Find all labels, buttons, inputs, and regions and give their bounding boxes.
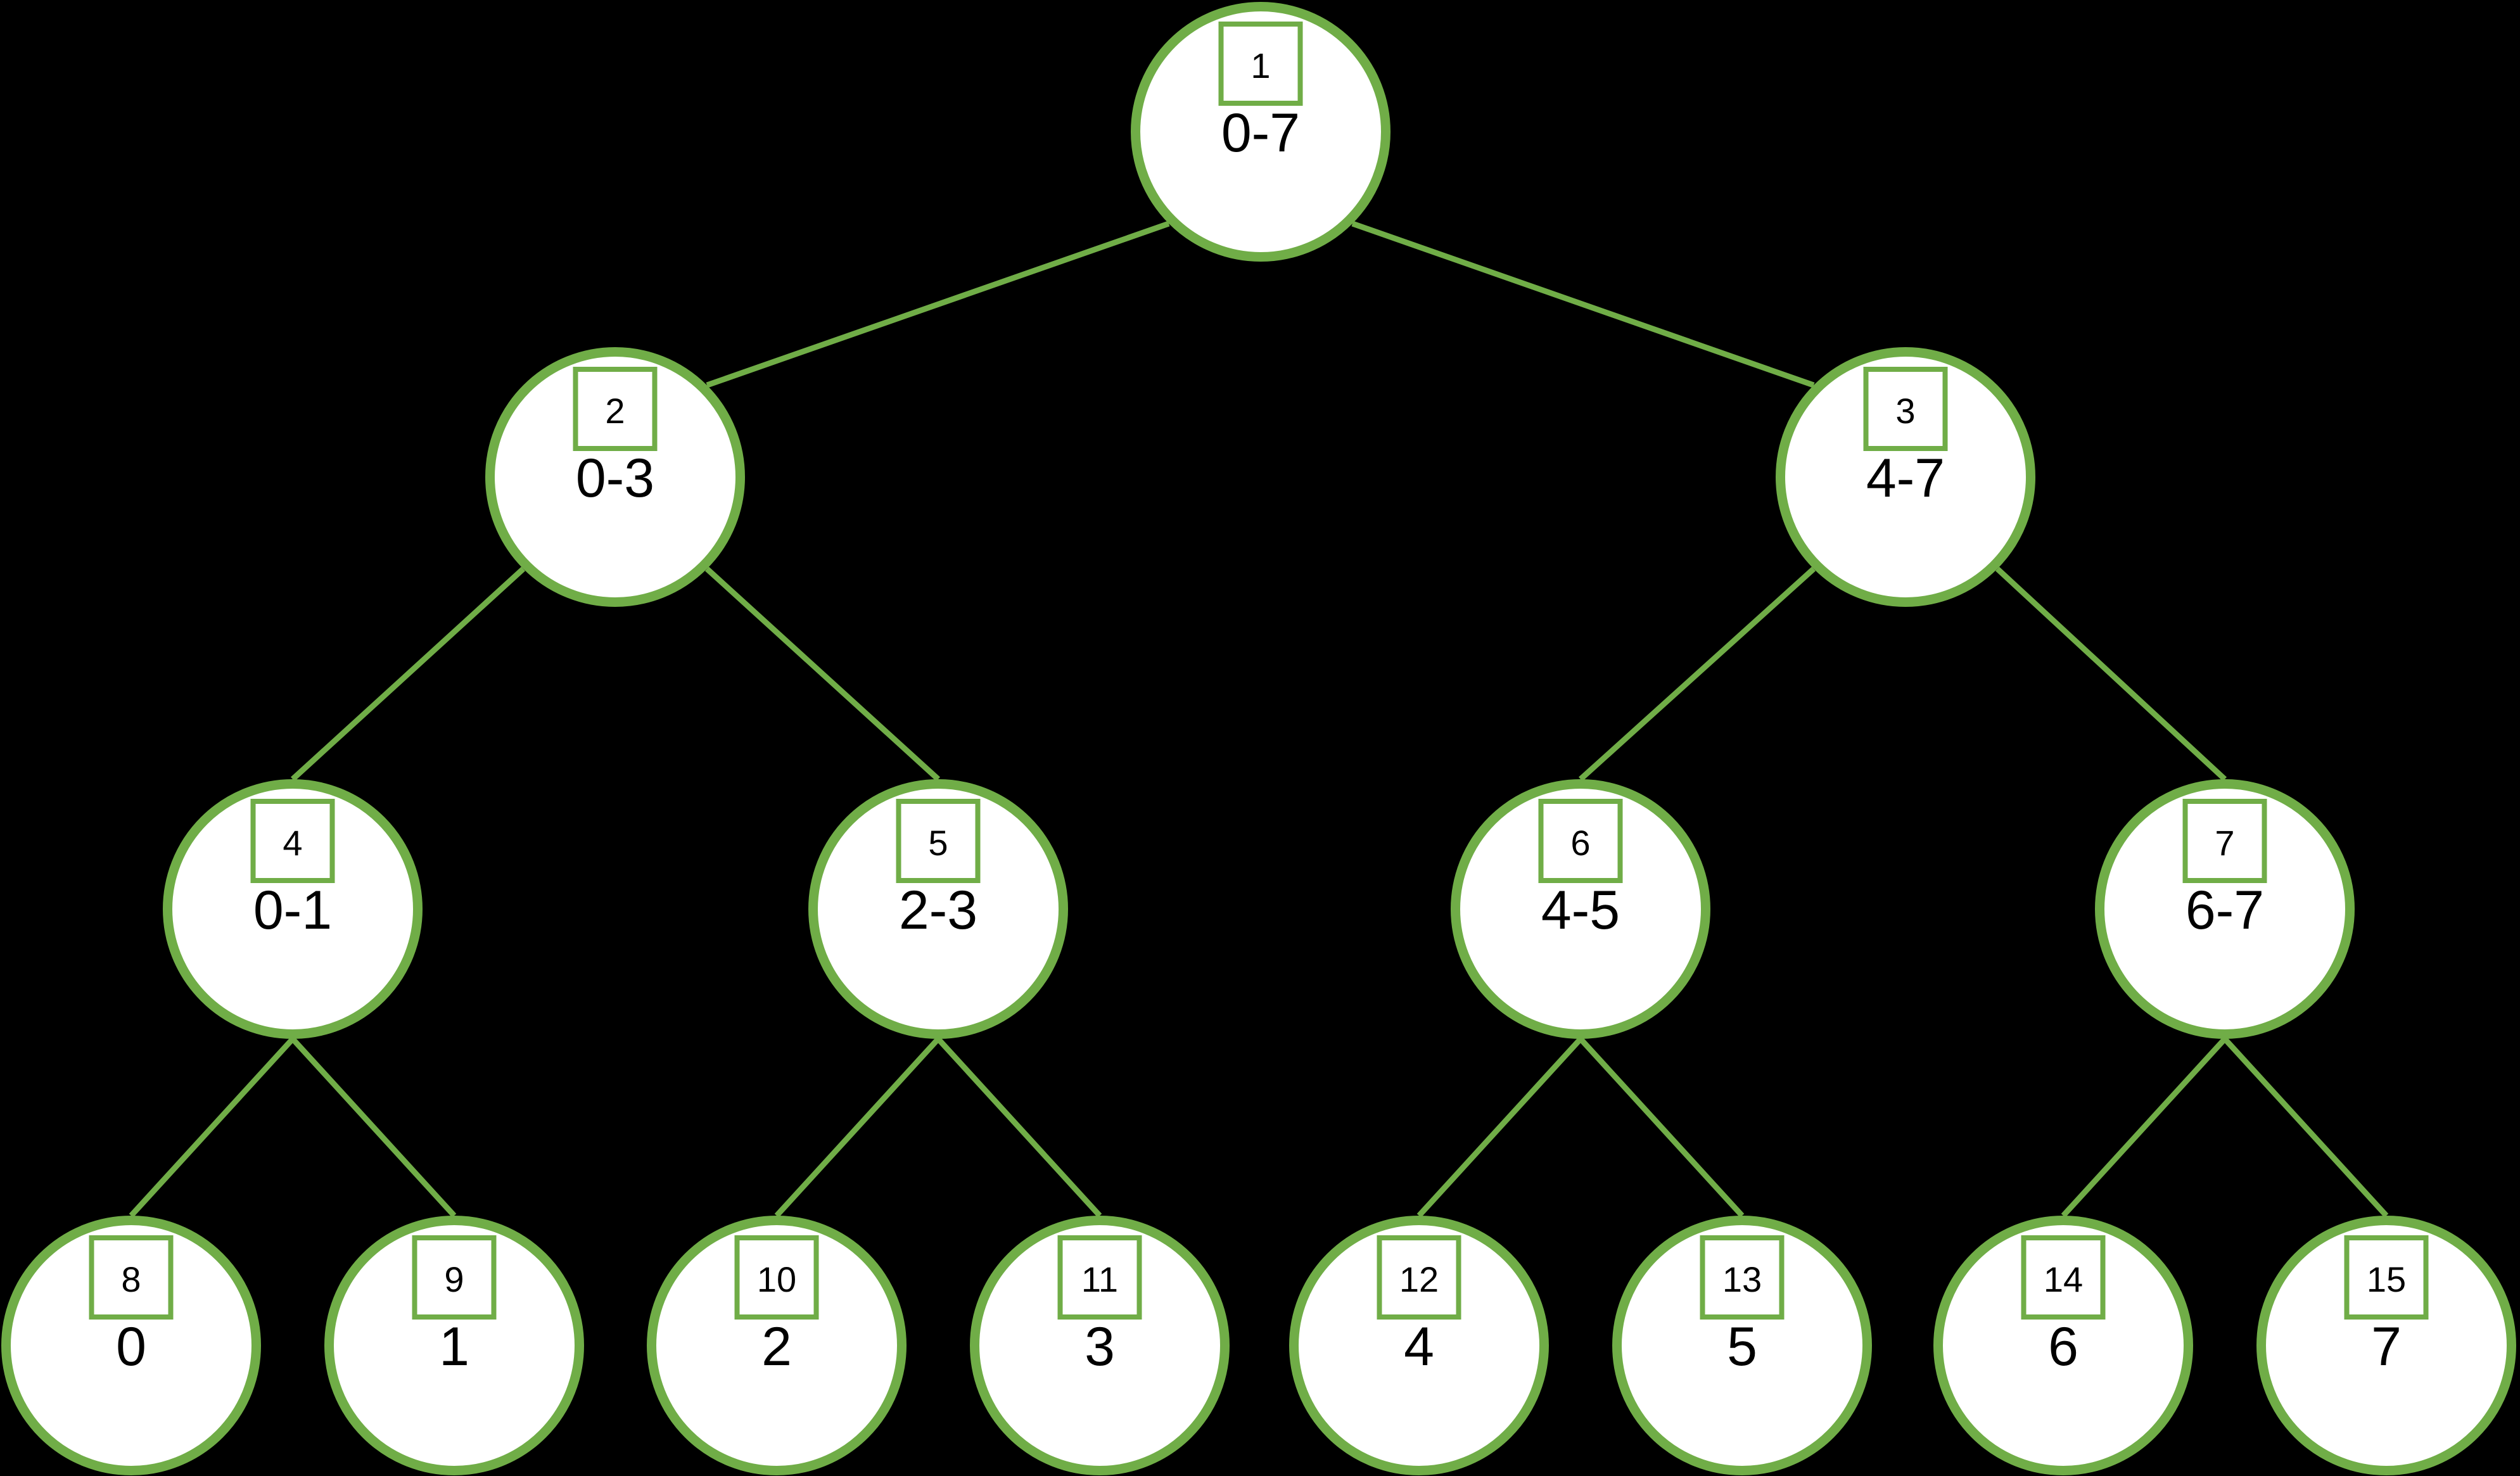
node-index-box: 10 <box>734 1235 819 1320</box>
node-index-label: 3 <box>1895 390 1916 431</box>
node-range-label: 0-1 <box>253 880 333 941</box>
node-index-label: 14 <box>2043 1259 2084 1299</box>
node-index-box: 9 <box>412 1235 497 1320</box>
tree-edge-1-3 <box>1351 220 1815 388</box>
node-index-label: 8 <box>121 1259 141 1299</box>
node-index-box: 11 <box>1057 1235 1142 1320</box>
node-index-box: 15 <box>2344 1235 2429 1320</box>
node-range-label: 7 <box>2371 1316 2402 1377</box>
tree-edge-4-9 <box>290 1036 457 1218</box>
node-index-label: 12 <box>1399 1259 1439 1299</box>
node-index-box: 4 <box>250 799 335 883</box>
tree-edge-2-5 <box>704 566 941 782</box>
node-index-label: 4 <box>283 822 303 863</box>
node-range-label: 0 <box>116 1316 146 1377</box>
tree-edge-4-8 <box>129 1036 295 1218</box>
node-range-label: 6 <box>2048 1316 2078 1377</box>
node-index-label: 13 <box>1722 1259 1762 1299</box>
node-index-label: 6 <box>1570 822 1591 863</box>
node-index-label: 1 <box>1250 45 1271 86</box>
node-index-box: 7 <box>2182 799 2267 883</box>
tree-edge-3-6 <box>1578 566 1816 782</box>
tree-edge-7-14 <box>2061 1036 2227 1218</box>
node-index-label: 11 <box>1081 1259 1119 1299</box>
node-index-box: 14 <box>2021 1235 2106 1320</box>
node-index-label: 7 <box>2215 822 2235 863</box>
node-index-box: 13 <box>1700 1235 1785 1320</box>
node-index-box: 5 <box>896 799 981 883</box>
node-range-label: 4-5 <box>1541 880 1620 941</box>
node-range-label: 2-3 <box>898 880 978 941</box>
node-index-label: 5 <box>928 822 948 863</box>
tree-edge-6-13 <box>1578 1036 1745 1218</box>
node-index-box: 8 <box>89 1235 174 1320</box>
node-range-label: 1 <box>439 1316 469 1377</box>
tree-edge-7-15 <box>2222 1036 2389 1218</box>
node-index-label: 9 <box>444 1259 464 1299</box>
node-range-label: 3 <box>1085 1316 1115 1377</box>
node-range-label: 2 <box>761 1316 792 1377</box>
node-index-label: 15 <box>2366 1259 2407 1299</box>
tree-edge-3-7 <box>1995 566 2227 782</box>
tree-edge-6-12 <box>1416 1036 1583 1218</box>
node-index-box: 2 <box>573 367 658 451</box>
node-index-box: 3 <box>1863 367 1948 451</box>
node-index-label: 10 <box>756 1259 797 1299</box>
node-range-label: 6-7 <box>2185 880 2265 941</box>
node-range-label: 4 <box>1404 1316 1434 1377</box>
tree-edge-5-11 <box>936 1036 1102 1218</box>
node-index-box: 12 <box>1377 1235 1461 1320</box>
node-index-box: 1 <box>1218 22 1303 106</box>
node-range-label: 4-7 <box>1866 448 1945 509</box>
node-index-label: 2 <box>605 390 625 431</box>
tree-edge-1-2 <box>706 220 1170 388</box>
tree-edge-5-10 <box>774 1036 941 1218</box>
node-range-label: 5 <box>1727 1316 1757 1377</box>
node-index-box: 6 <box>1538 799 1623 883</box>
node-range-label: 0-7 <box>1221 103 1301 163</box>
tree-edge-2-4 <box>290 566 526 782</box>
node-range-label: 0-3 <box>575 448 655 509</box>
